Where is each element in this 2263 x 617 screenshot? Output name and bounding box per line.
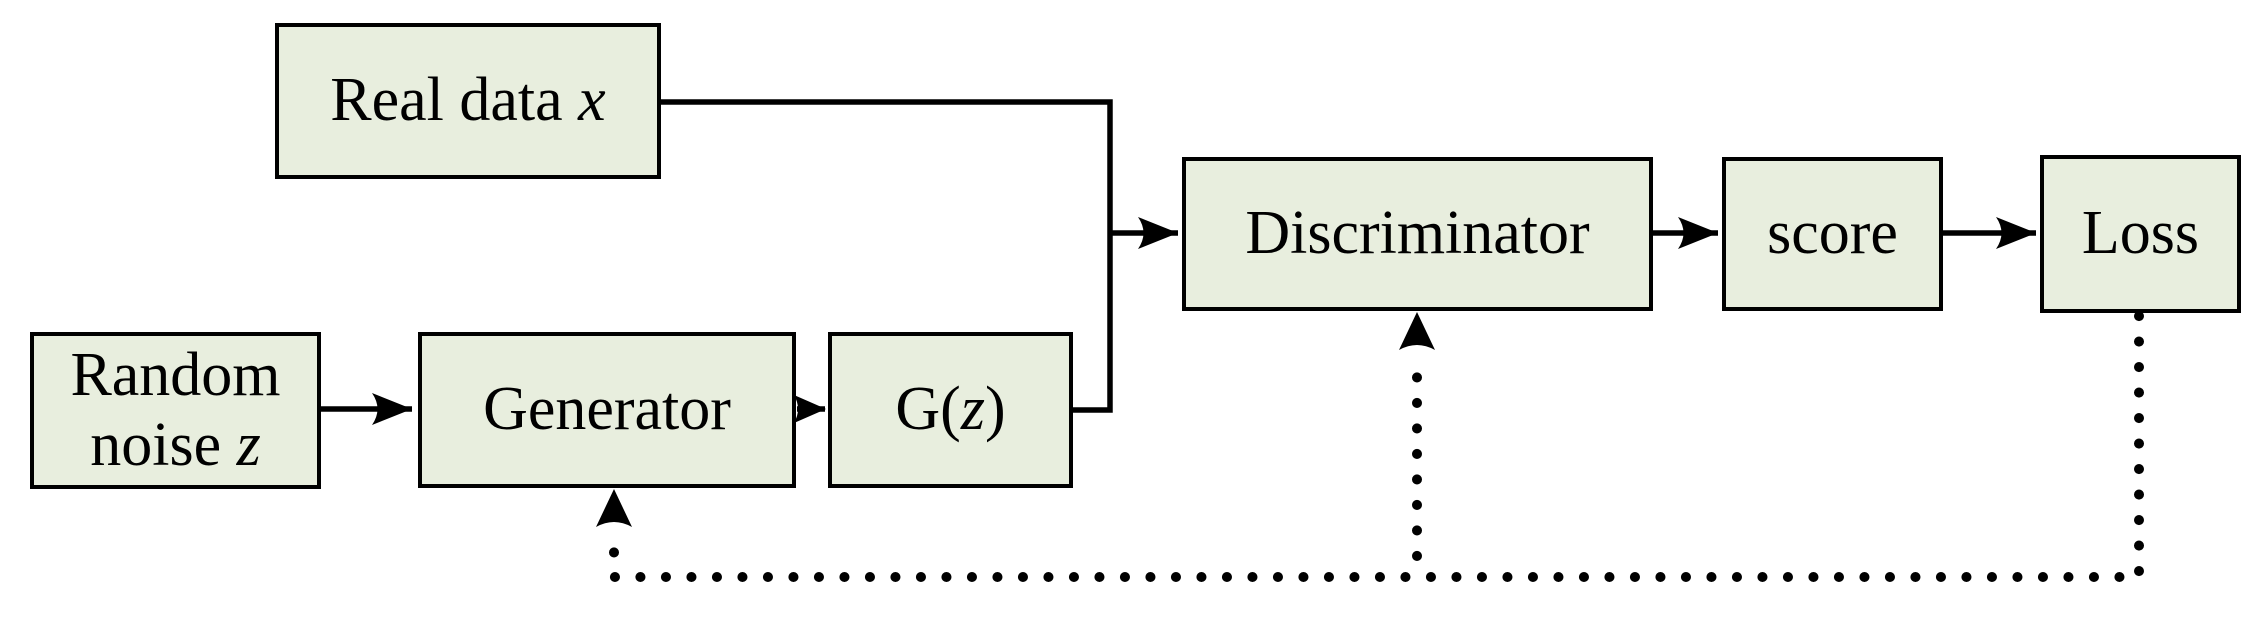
node-generator-label: Generator xyxy=(483,375,731,444)
node-score: score xyxy=(1722,157,1943,311)
variable-z: z xyxy=(236,410,261,479)
node-score-label: score xyxy=(1767,199,1898,268)
node-g-of-z: G(z) xyxy=(828,332,1073,488)
variable-z: z xyxy=(960,375,985,444)
feedback-discriminator-arrowhead-icon xyxy=(1399,312,1435,350)
random-noise-line2: noise xyxy=(90,410,237,479)
real-data-text: Real data xyxy=(330,66,579,135)
g-of-z-prefix: G( xyxy=(895,375,961,444)
node-loss-label: Loss xyxy=(2081,199,2200,268)
node-discriminator: Discriminator xyxy=(1182,157,1653,311)
variable-x: x xyxy=(578,66,606,135)
feedback-generator-arrowhead-icon xyxy=(596,489,632,527)
node-real-data-label: Real data x xyxy=(330,66,605,135)
node-real-data: Real data x xyxy=(275,23,661,179)
g-of-z-suffix: ) xyxy=(984,375,1006,444)
node-loss: Loss xyxy=(2040,155,2241,313)
node-discriminator-label: Discriminator xyxy=(1245,199,1590,268)
edge-realdata-gz-merge-line xyxy=(661,99,1113,413)
node-generator: Generator xyxy=(418,332,796,488)
node-g-of-z-label: G(z) xyxy=(895,375,1005,444)
edge-loss-feedback-dotted-line xyxy=(609,311,2144,582)
random-noise-line1: Random xyxy=(70,341,281,410)
